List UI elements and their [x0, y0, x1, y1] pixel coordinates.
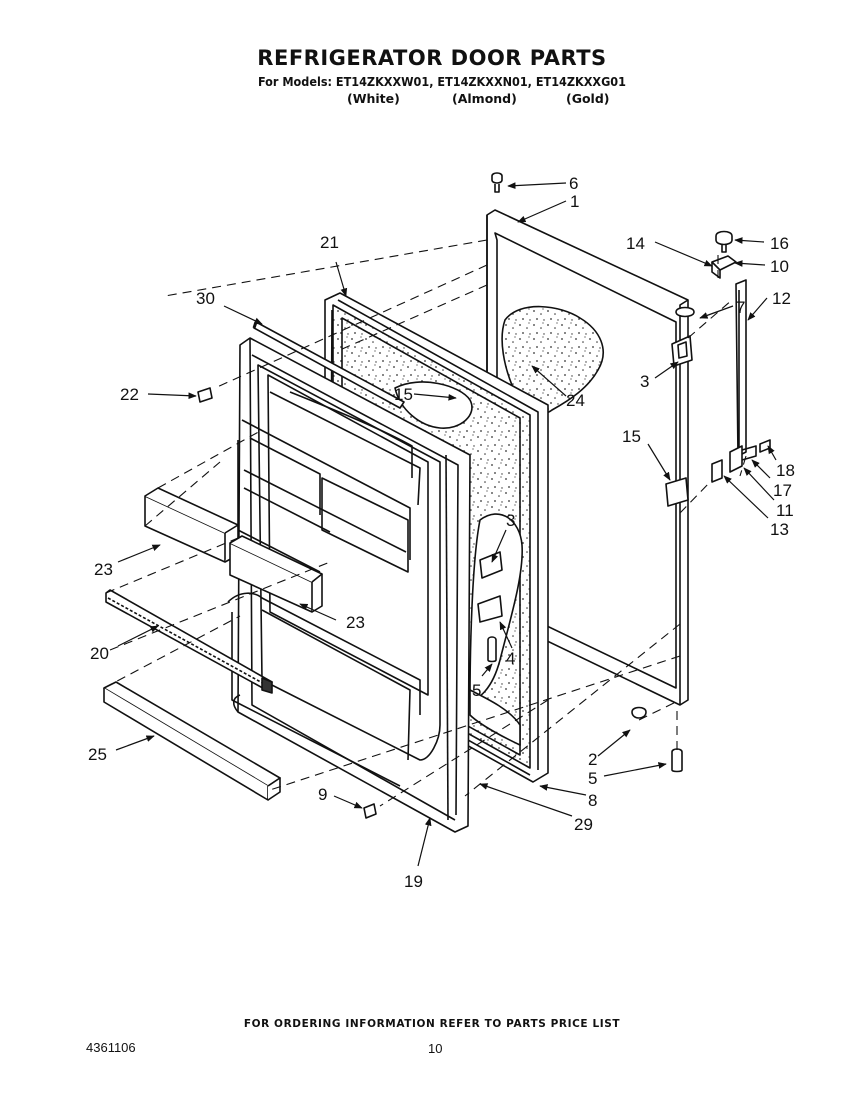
leader-5-mid	[481, 663, 493, 677]
leader-20	[117, 625, 159, 647]
leader-21	[335, 261, 348, 297]
screw-left	[197, 387, 213, 403]
callout-5-mid: 5	[472, 681, 481, 700]
leader-23-right	[299, 603, 337, 621]
leader-17	[751, 459, 771, 479]
callout-25: 25	[88, 745, 107, 764]
leader-14	[654, 241, 713, 267]
page-number: 10	[428, 1041, 443, 1056]
leader-29	[479, 783, 573, 817]
leader-22	[147, 392, 197, 400]
callout-3-right: 3	[640, 372, 649, 391]
callout-9: 9	[318, 785, 327, 804]
callout-18: 18	[776, 461, 795, 480]
callout-14: 14	[626, 234, 645, 253]
shelf-bar-lower	[229, 535, 323, 613]
leader-16	[734, 237, 765, 244]
leader-4	[499, 621, 513, 649]
page-title: REFRIGERATOR DOOR PARTS	[257, 46, 607, 70]
variant-almond: (Almond)	[452, 91, 517, 106]
leader-19	[417, 817, 432, 867]
leader-12	[747, 297, 768, 321]
leader-3-right	[654, 361, 679, 379]
leader-1	[517, 200, 567, 223]
leader-24	[531, 365, 567, 397]
callout-10: 10	[770, 257, 789, 276]
callout-22: 22	[120, 385, 139, 404]
leader-7	[699, 305, 734, 319]
callout-4: 4	[506, 649, 515, 668]
document-number: 4361106	[86, 1040, 136, 1055]
callout-6: 6	[569, 174, 578, 193]
screw-bottom-left	[363, 803, 377, 819]
callout-15-right: 15	[622, 427, 641, 446]
callout-16: 16	[770, 234, 789, 253]
leader-15-right	[647, 443, 671, 481]
callout-24: 24	[566, 391, 585, 410]
hinge-lower	[729, 445, 757, 473]
leader-23-left	[117, 544, 161, 563]
callout-20: 20	[90, 644, 109, 663]
shelf-bar-upper	[144, 487, 239, 563]
leader-15-left	[413, 393, 457, 401]
leader-9	[333, 795, 363, 809]
hinge-bracket-top	[711, 255, 737, 279]
callout-12: 12	[772, 289, 791, 308]
variant-white: (White)	[347, 91, 400, 106]
leader-3-mid	[491, 529, 507, 563]
screw-top	[491, 172, 503, 193]
leader-arrows	[115, 182, 777, 867]
callout-3-mid: 3	[506, 511, 515, 530]
leader-8	[539, 784, 587, 796]
hinge-bushing	[631, 706, 647, 719]
callout-19: 19	[404, 872, 423, 891]
ordering-note: FOR ORDERING INFORMATION REFER TO PARTS …	[243, 1018, 621, 1030]
leader-25	[115, 735, 155, 751]
models-line: For Models: ET14ZKXXW01, ET14ZKXXN01, ET…	[258, 74, 626, 89]
variant-gold: (Gold)	[566, 91, 610, 106]
leader-10	[734, 260, 766, 267]
callout-23-left: 23	[94, 560, 113, 579]
callout-5-right: 5	[588, 769, 597, 788]
screw-bottom-right	[671, 748, 683, 773]
callout-7: 7	[736, 298, 745, 317]
leader-2	[597, 729, 631, 757]
assembly-lines	[103, 239, 747, 807]
shelf-rail	[105, 589, 273, 694]
callout-17: 17	[773, 481, 792, 500]
leader-5-right	[603, 762, 667, 777]
hinge-rod	[735, 279, 747, 457]
leader-13	[723, 475, 769, 519]
callout-11: 11	[776, 501, 794, 520]
callout-30: 30	[196, 289, 215, 308]
callout-13: 13	[770, 520, 789, 539]
callout-1: 1	[570, 192, 579, 211]
callout-labels: 6 1 14 16 10 7 12 3 15 18 17 11 13 21 30…	[88, 174, 795, 891]
callout-23-right: 23	[346, 613, 365, 632]
callout-21: 21	[320, 233, 339, 252]
hinge-pin-top	[715, 230, 733, 253]
bracket-lower	[711, 459, 723, 483]
leader-11	[743, 467, 775, 501]
callout-2: 2	[588, 750, 597, 769]
leader-18	[767, 445, 777, 461]
leader-6	[507, 182, 567, 189]
callout-15-left: 15	[394, 385, 413, 404]
callout-29: 29	[574, 815, 593, 834]
callout-8: 8	[588, 791, 597, 810]
leader-30	[223, 305, 263, 325]
